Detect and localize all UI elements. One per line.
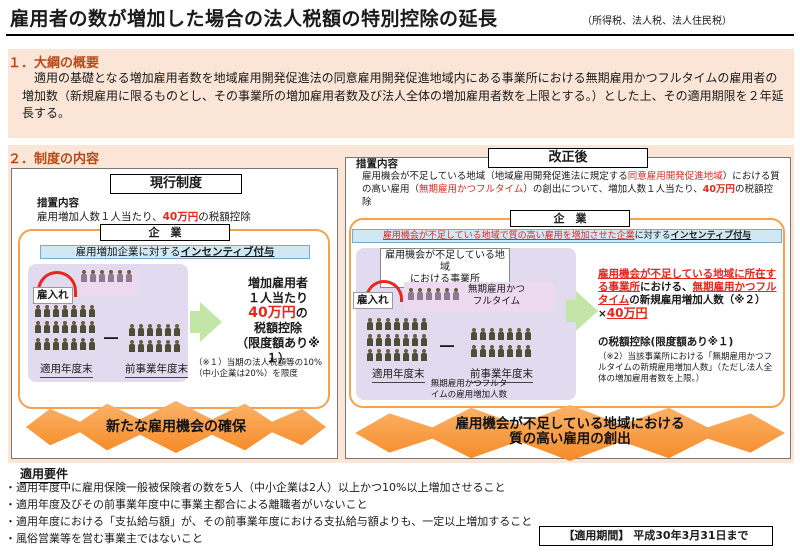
page-title: 雇用者の数が増加した場合の法人税額の特別控除の延長 xyxy=(10,8,498,30)
current-incentive-bar: 雇用増加企業に対するインセンティブ付与 xyxy=(40,245,310,259)
requirements-heading: 適用要件 xyxy=(20,467,69,483)
revised-new-hires xyxy=(407,288,463,308)
current-arrow-head xyxy=(200,302,222,342)
current-arrow-stem xyxy=(190,311,200,333)
revised-minus-sign: ― xyxy=(440,338,454,354)
revised-arrow-head xyxy=(576,291,598,331)
current-company-tag: 企 業 xyxy=(100,224,230,241)
requirement-item: ・適用年度における「支払給与額」が、その前事業年度における支払給与額よりも、一定… xyxy=(5,515,533,528)
revised-credit-text: 雇用機会が不足している地域に所在する事業所における、無期雇用かつフルタイムの新規… xyxy=(598,268,777,320)
revised-year-end-people xyxy=(366,318,430,364)
revised-increase-note: 無期雇用かつフルタイムの雇用増加人数 xyxy=(430,379,508,400)
current-minus-sign: ― xyxy=(104,330,118,346)
tax-types: （所得税、法人税、法人住民税） xyxy=(582,16,732,27)
revised-limit-note: （※2）当該事業所における「無期雇用かつフルタイムの新規雇用増加人数」（ただし法… xyxy=(598,352,773,384)
current-hire-arrow xyxy=(37,271,77,297)
current-measure-text: 雇用増加人数１人当たり、40万円の税額控除 xyxy=(37,211,251,223)
revised-incentive-bar: 雇用機会が不足している地域で質の高い雇用を増加させた企業に対するインセンティブ付… xyxy=(352,229,782,243)
revised-hire-label: 雇入れ xyxy=(353,292,393,309)
current-hire-label: 雇入れ xyxy=(33,287,73,304)
revised-outcome-text: 雇用機会が不足している地域における質の高い雇用の創出 xyxy=(455,416,685,447)
revised-arrow-stem xyxy=(566,300,576,322)
section-system-heading: ２．制度の内容 xyxy=(8,152,100,167)
current-year-end-people xyxy=(34,305,98,353)
requirement-item: ・適用年度中に雇用保険一般被保険者の数を5人（中小企業は2人）以上かつ10%以上… xyxy=(5,481,506,494)
current-outcome-text: 新たな雇用機会の確保 xyxy=(106,419,246,435)
revised-prev-year-label: 前事業年度末 xyxy=(470,367,533,383)
section-outline-heading: １．大綱の概要 xyxy=(8,56,100,71)
current-year-end-label: 適用年度末 xyxy=(40,362,93,378)
current-new-hires xyxy=(80,270,138,296)
requirement-item: ・風俗営業等を営む事業主ではないこと xyxy=(5,532,203,545)
requirement-item: ・適用年度及びその前事業年度中に事業主都合による離職者がいないこと xyxy=(5,498,368,511)
current-limit-note: （※１）当期の法人税額等の10%（中小企業は20%）を限度 xyxy=(194,358,323,379)
revised-company-tag: 企 業 xyxy=(510,210,630,227)
section-outline xyxy=(8,49,794,138)
section-outline-body: 適用の基礎となる増加雇用者数を地域雇用開発促進法の同意雇用開発促進地域内にある事… xyxy=(22,71,784,120)
current-system-tag: 現行制度 xyxy=(110,174,242,194)
revised-fulltime-label: 無期雇用かつフルタイム xyxy=(468,284,526,307)
requirements-list: ・適用年度中に雇用保険一般被保険者の数を5人（中小企業は2人）以上かつ10%以上… xyxy=(5,479,625,547)
revised-credit-limit: の税額控除(限度額あり※１) xyxy=(598,336,734,348)
revised-year-end-label: 適用年度末 xyxy=(372,367,425,383)
current-prev-year-people xyxy=(128,324,184,354)
revised-hire-arrow xyxy=(365,280,403,302)
current-credit-text: 増加雇用者 １人当たり 40万円の 税額控除 （限度額あり※１） xyxy=(236,276,320,365)
current-prev-year-label: 前事業年度末 xyxy=(125,362,188,378)
application-period: 【適用期間】 平成30年3月31日まで xyxy=(539,526,773,546)
revised-measure-text: 雇用機会が不足している地域（地域雇用開発促進法に規定する同意雇用開発促進地域）に… xyxy=(362,171,780,208)
current-measure-label: 措置内容 xyxy=(37,197,79,209)
revised-prev-year-people xyxy=(470,328,534,360)
revised-measure-label: 措置内容 xyxy=(356,158,398,170)
revised-region-label: 雇用機会が不足している地域における事業所 xyxy=(380,248,510,288)
title-divider xyxy=(6,34,794,36)
revised-system-tag: 改正後 xyxy=(488,148,648,168)
